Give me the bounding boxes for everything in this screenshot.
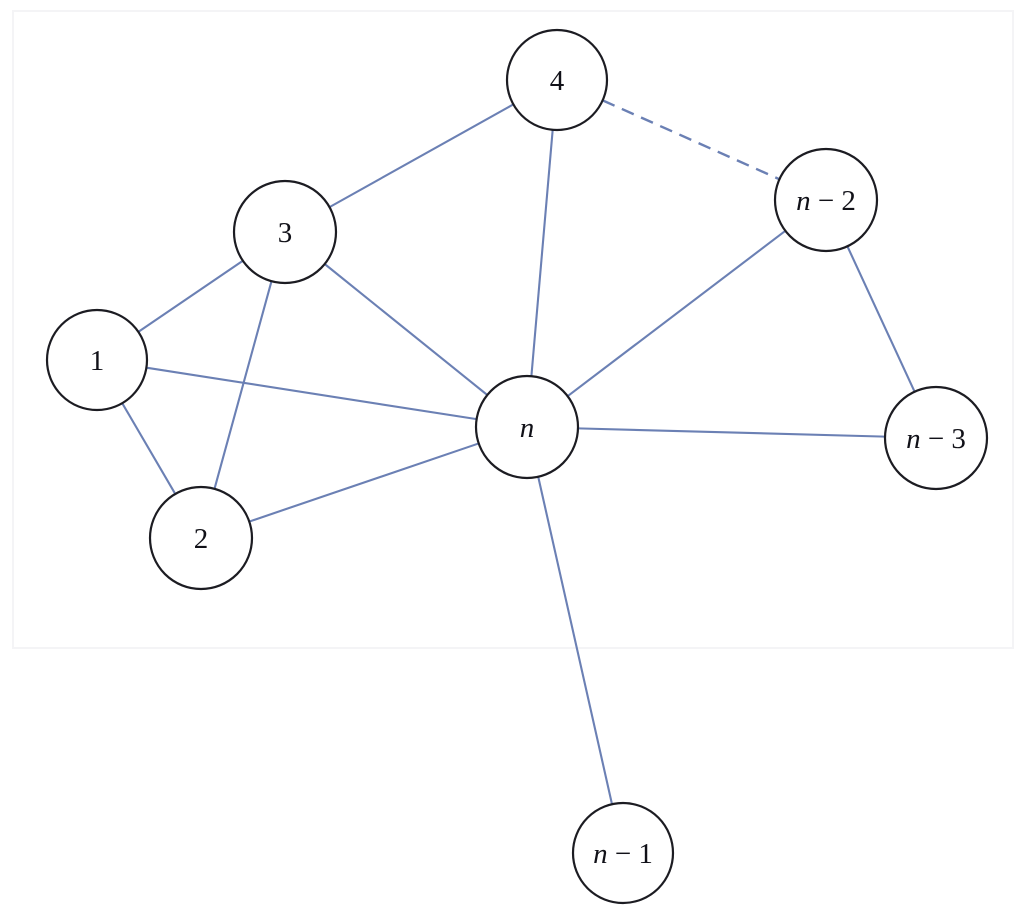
edge-4-to-n [530,129,554,377]
node-4[interactable]: 4 [505,28,609,132]
node-label-n-2: n − 2 [796,185,856,217]
node-2[interactable]: 2 [148,485,254,591]
node-n[interactable]: n [474,374,580,480]
node-n-1[interactable]: n − 1 [571,801,675,905]
nodes-layer: 1 2 3 4 n n − 1 n − 2 n − 3 [45,28,989,905]
node-circle-2[interactable] [148,485,254,591]
node-circle-n[interactable] [474,374,580,480]
edge-3-to-n [324,263,488,396]
node-label-n: n [520,412,535,444]
edge-n-to-n-3 [577,427,886,438]
node-1[interactable]: 1 [45,308,149,412]
edge-1-to-n [146,366,477,421]
node-n-3[interactable]: n − 3 [883,385,989,491]
edge-3-to-2 [213,280,273,490]
edge-n-to-n-2 [566,230,787,397]
node-circle-n-2[interactable] [773,147,879,253]
node-n-2[interactable]: n − 2 [773,147,879,253]
edge-n-2-to-n-3 [846,245,916,393]
edges-layer [121,99,916,805]
node-label-n-1: n − 1 [593,838,653,870]
figure-frame [12,10,1014,649]
edge-2-to-n [248,442,480,523]
edge-n-to-n-1 [537,476,614,805]
node-circle-4[interactable] [505,28,609,132]
edge-3-to-4 [329,103,514,209]
node-label-3: 3 [278,217,293,249]
node-3[interactable]: 3 [232,179,338,285]
node-circle-1[interactable] [45,308,149,412]
node-circle-3[interactable] [232,179,338,285]
node-label-n-3: n − 3 [906,423,966,455]
edge-1-to-3 [137,259,244,333]
node-circle-n-3[interactable] [883,385,989,491]
node-label-2: 2 [194,523,209,555]
edge-1-to-2 [121,402,177,495]
node-label-1: 1 [90,345,105,377]
edge-4-to-n-2 [602,99,780,181]
node-label-4: 4 [550,65,565,97]
node-circle-n-1[interactable] [571,801,675,905]
